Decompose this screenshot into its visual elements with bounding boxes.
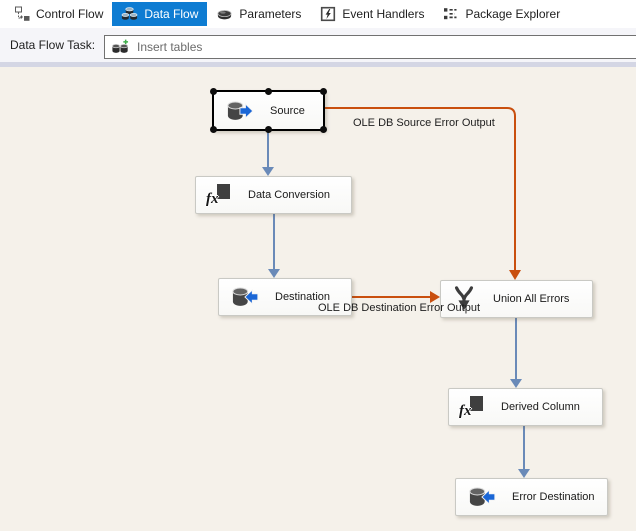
node-data-conversion[interactable]: fx Data Conversion (195, 176, 352, 214)
connector-source-to-data-conversion[interactable] (262, 131, 274, 176)
data-flow-icon (121, 6, 138, 22)
tab-control-flow[interactable]: Control Flow (4, 2, 112, 26)
data-flow-task-label: Data Flow Task: (10, 38, 96, 52)
connector-union-to-derived-column[interactable] (510, 318, 522, 388)
data-flow-task-value: Insert tables (137, 40, 203, 54)
edge-label-source-error: OLE DB Source Error Output (353, 117, 495, 129)
data-flow-task-combobox[interactable]: Insert tables (104, 35, 636, 59)
tab-parameters[interactable]: Parameters (207, 2, 310, 26)
node-union-all-errors[interactable]: Union All Errors (440, 280, 593, 318)
selection-handle[interactable] (320, 126, 327, 133)
node-label: Derived Column (501, 401, 580, 413)
selection-handle[interactable] (320, 88, 327, 95)
toolbar-separator (0, 62, 636, 67)
node-source[interactable]: Source (210, 88, 327, 133)
connector-destination-error-to-union[interactable] (352, 291, 440, 303)
control-flow-icon (13, 6, 30, 22)
tab-label: Data Flow (144, 7, 199, 21)
node-label: Error Destination (512, 491, 595, 503)
event-handlers-icon (319, 6, 336, 22)
connector-derived-column-to-error-destination[interactable] (518, 426, 530, 478)
union-all-icon (451, 286, 477, 312)
derived-column-fx-icon: fx (459, 396, 485, 419)
edge-label-destination-error: OLE DB Destination Error Output (318, 302, 481, 314)
data-flow-toolbar: Data Flow Task: Insert tables (0, 28, 636, 62)
node-label: Data Conversion (248, 189, 330, 201)
connector-data-conversion-to-destination[interactable] (268, 214, 280, 278)
tab-package-explorer[interactable]: Package Explorer (433, 2, 569, 26)
data-flow-canvas[interactable]: OLE DB Source Error Output OLE DB Destin… (0, 67, 636, 531)
error-destination-database-icon (466, 485, 496, 509)
data-flow-task-icon (111, 39, 129, 55)
tab-label: Package Explorer (465, 7, 561, 21)
destination-database-icon (229, 285, 259, 309)
connector-source-error-to-union[interactable] (325, 107, 521, 280)
parameters-icon (216, 6, 233, 22)
package-explorer-icon (442, 6, 459, 22)
node-destination[interactable]: Destination (218, 278, 352, 316)
node-label: Union All Errors (493, 293, 570, 305)
tab-event-handlers[interactable]: Event Handlers (310, 2, 433, 26)
designer-tab-bar: Control Flow Data Flow (0, 0, 636, 28)
tab-data-flow[interactable]: Data Flow (112, 2, 208, 26)
node-label: Source (270, 104, 305, 117)
source-database-icon (224, 99, 254, 123)
selection-handle[interactable] (265, 88, 272, 95)
node-derived-column[interactable]: fx Derived Column (448, 388, 603, 426)
tab-label: Control Flow (36, 7, 104, 21)
node-error-destination[interactable]: Error Destination (455, 478, 608, 516)
data-conversion-fx-icon: fx (206, 184, 232, 207)
node-label: Destination (275, 291, 331, 303)
selection-handle[interactable] (210, 88, 217, 95)
selection-handle[interactable] (210, 126, 217, 133)
selection-handle[interactable] (265, 126, 272, 133)
tab-label: Parameters (239, 7, 302, 21)
tab-label: Event Handlers (342, 7, 425, 21)
connector-layer (262, 107, 530, 478)
